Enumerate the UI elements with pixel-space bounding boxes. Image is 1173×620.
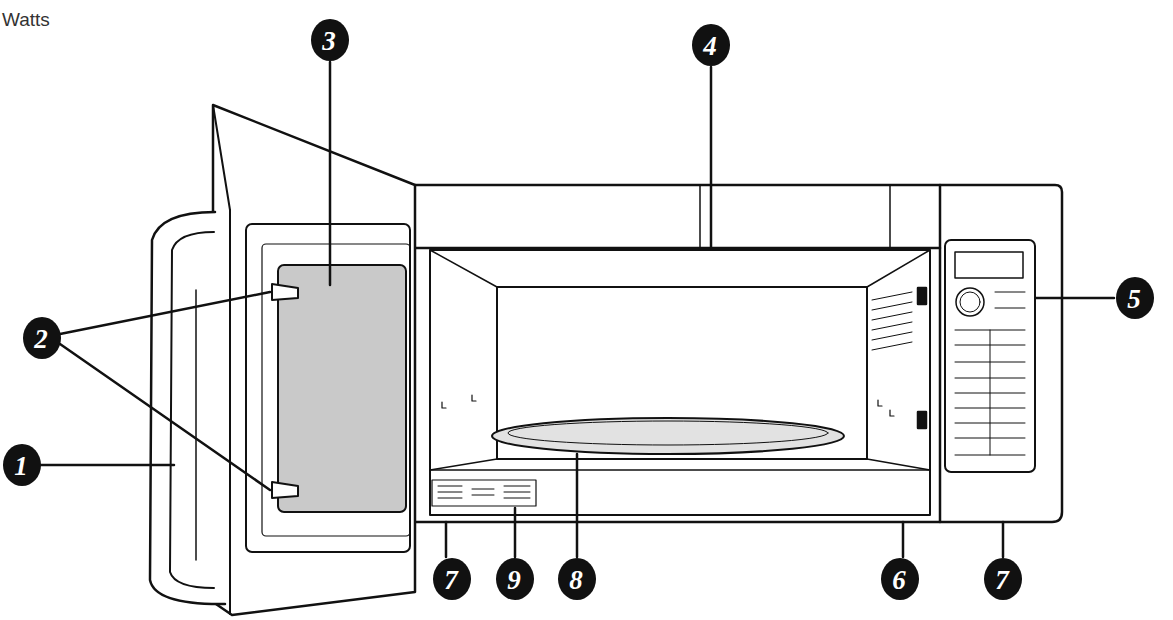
callout-number: 7 [995,567,1009,594]
callout-number: 8 [569,567,583,594]
callout-number: 3 [322,28,336,55]
callout-number: 1 [14,453,28,480]
callout-number: 2 [34,326,48,353]
callout-number: 5 [1127,286,1141,313]
callout-number: 4 [703,33,717,60]
caption-text: Watts [2,10,50,29]
callout-number: 9 [507,567,521,594]
callout-number: 6 [892,567,906,594]
callout-number: 7 [444,567,458,594]
